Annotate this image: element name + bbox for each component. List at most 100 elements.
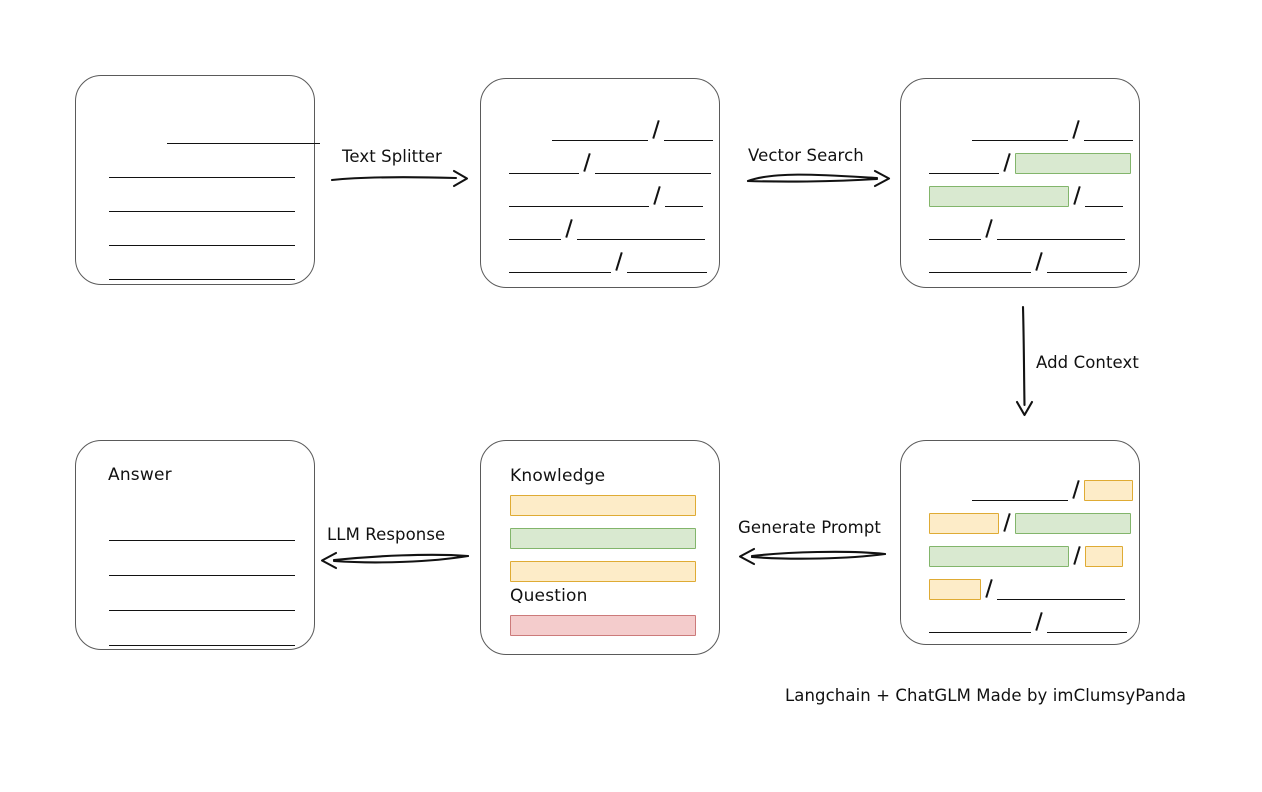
- separator-slash-icon: [981, 578, 997, 600]
- text-line-row: [109, 554, 295, 576]
- text-segment: [109, 627, 295, 646]
- text-segment: [109, 227, 295, 246]
- separator-slash-icon: [611, 251, 627, 273]
- highlight-segment-yellow: [1085, 546, 1123, 567]
- highlight-segment-green: [929, 186, 1069, 207]
- text-line-row: [109, 258, 295, 280]
- highlight-segment-green: [929, 546, 1069, 567]
- text-segment: [929, 155, 999, 174]
- edge-llm-response-arrow: [320, 551, 470, 570]
- text-segment: [1047, 614, 1127, 633]
- text-segment: [109, 261, 295, 280]
- node-vector-search-result[interactable]: [900, 78, 1140, 288]
- highlight-segment-green: [1015, 513, 1131, 534]
- text-segment: [595, 155, 711, 174]
- text-segment: [509, 155, 579, 174]
- prompt-bar-yellow: [510, 561, 696, 582]
- text-line-row: [167, 122, 320, 144]
- text-segment: [929, 614, 1031, 633]
- text-segment: [1084, 122, 1133, 141]
- text-segment: [929, 221, 981, 240]
- edge-vector-search-arrow: [746, 169, 891, 188]
- text-line-row: [929, 611, 1127, 633]
- edge-label-generate-prompt: Generate Prompt: [738, 518, 881, 537]
- text-line-row: [929, 251, 1127, 273]
- text-line-row: [109, 156, 295, 178]
- prompt-bar-red: [510, 615, 696, 636]
- text-line-row: [109, 224, 295, 246]
- separator-slash-icon: [1031, 611, 1047, 633]
- text-segment: [109, 557, 295, 576]
- text-segment: [972, 482, 1068, 501]
- separator-slash-icon: [1068, 119, 1084, 141]
- footer-caption: Langchain + ChatGLM Made by imClumsyPand…: [785, 686, 1187, 705]
- text-segment: [997, 221, 1125, 240]
- text-line-row: [509, 152, 711, 174]
- text-line-row: [552, 119, 713, 141]
- separator-slash-icon: [648, 119, 664, 141]
- separator-slash-icon: [999, 512, 1015, 534]
- separator-slash-icon: [999, 152, 1015, 174]
- text-segment: [929, 254, 1031, 273]
- text-line-row: [929, 185, 1123, 207]
- text-segment: [509, 221, 561, 240]
- text-segment: [509, 188, 649, 207]
- text-line-row: [972, 119, 1133, 141]
- prompt-bar-green: [510, 528, 696, 549]
- text-segment: [509, 254, 611, 273]
- text-line-row: [109, 624, 295, 646]
- text-line-row: [929, 152, 1131, 174]
- text-segment: [109, 522, 295, 541]
- text-segment: [1085, 188, 1123, 207]
- node-split-chunks[interactable]: [480, 78, 720, 288]
- text-line-row: [929, 578, 1125, 600]
- separator-slash-icon: [561, 218, 577, 240]
- text-segment: [577, 221, 705, 240]
- text-line-row: [972, 479, 1133, 501]
- edge-label-vector-search: Vector Search: [748, 146, 864, 165]
- text-line-row: [109, 190, 295, 212]
- node-context-added[interactable]: [900, 440, 1140, 645]
- text-segment: [552, 122, 648, 141]
- node-answer[interactable]: Answer: [75, 440, 315, 650]
- text-segment: [1047, 254, 1127, 273]
- prompt-bar-yellow: [510, 495, 696, 516]
- highlight-segment-green: [1015, 153, 1131, 174]
- node-source-document[interactable]: [75, 75, 320, 285]
- separator-slash-icon: [1069, 545, 1085, 567]
- text-segment: [665, 188, 703, 207]
- text-segment: [109, 592, 295, 611]
- text-line-row: [109, 589, 295, 611]
- text-segment: [627, 254, 707, 273]
- text-line-row: [929, 218, 1125, 240]
- text-line-row: [929, 512, 1131, 534]
- text-line-row: [109, 519, 295, 541]
- knowledge-label: Knowledge: [510, 466, 606, 486]
- highlight-segment-yellow: [929, 579, 981, 600]
- text-line-row: [929, 545, 1123, 567]
- edge-generate-prompt-arrow: [738, 547, 887, 566]
- text-segment: [997, 581, 1125, 600]
- separator-slash-icon: [981, 218, 997, 240]
- text-line-row: [509, 185, 703, 207]
- separator-slash-icon: [649, 185, 665, 207]
- question-label: Question: [510, 586, 588, 606]
- node-prompt[interactable]: Knowledge Question: [480, 440, 720, 655]
- separator-slash-icon: [1069, 185, 1085, 207]
- text-segment: [167, 125, 320, 144]
- text-segment: [109, 159, 295, 178]
- text-segment: [972, 122, 1068, 141]
- edge-label-llm-response: LLM Response: [327, 525, 446, 544]
- highlight-segment-yellow: [929, 513, 999, 534]
- edge-label-add-context: Add Context: [1036, 353, 1139, 372]
- separator-slash-icon: [1031, 251, 1047, 273]
- text-segment: [664, 122, 713, 141]
- edge-text-splitter-arrow: [330, 169, 469, 188]
- text-line-row: [509, 218, 705, 240]
- edge-label-text-splitter: Text Splitter: [342, 147, 442, 166]
- separator-slash-icon: [1068, 479, 1084, 501]
- text-line-row: [509, 251, 707, 273]
- text-segment: [109, 193, 295, 212]
- answer-label: Answer: [108, 465, 172, 485]
